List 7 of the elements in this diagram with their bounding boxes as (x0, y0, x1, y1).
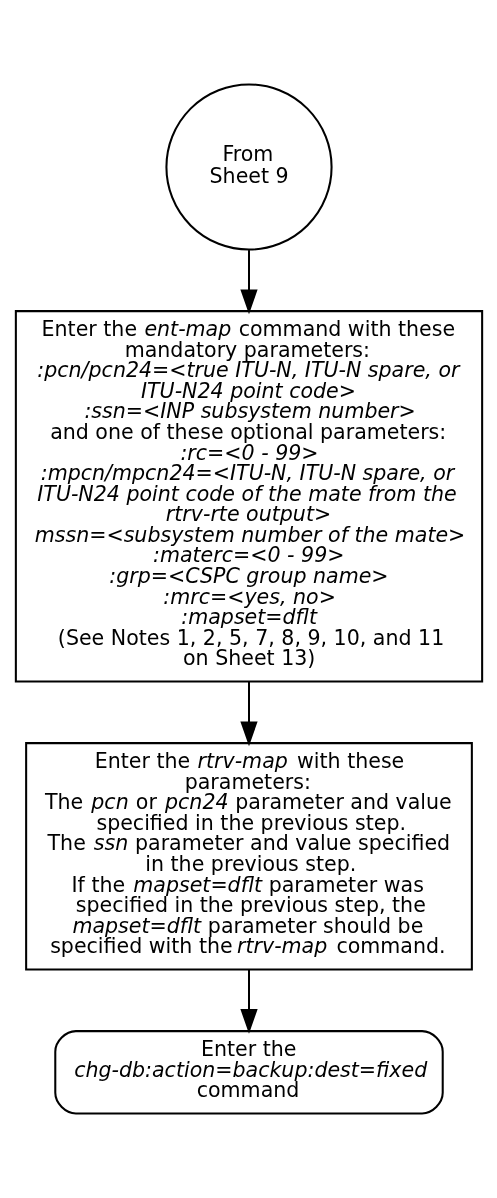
arrow (239, 681, 258, 747)
node-box: Enter the rtrv-map with these parameters: The pcn or pcn24 parameter and value specified in the previous step. The ssn parameter and value specified in the previous step. If the mapset=dflt parameter was specified in the previous step, the mapset=dflt parameter should be specified with the rtrv-map command. (24, 742, 473, 971)
arrow (239, 969, 258, 1034)
arrow (239, 250, 258, 315)
node-box: Enter the chg-db:action=backup:dest=fixed command (53, 1030, 444, 1115)
node-box: Enter the ent-map command with these mandatory parameters: :pcn/pcn24=<true ITU-N, ITU-N spare, or ITU-N24 point code> :ssn=<INP subsystem number> and one of these optional parameters: :rc=<0 - 99> :mpcn/mpcn24=<ITU-N, ITU-N spare, or ITU-N24 point code of the mate from the rtrv-rte output> mssn=<subsystem number of the mate> :materc=<0 - 99> :grp=<CSPC group name> :mrc=<yes, no> :mapset=dflt (See Notes 1, 2, 5, 7, 8, 9, 10, and 11 on Sheet 13) (14, 310, 483, 683)
node-circle: From Sheet 9 (164, 83, 333, 251)
